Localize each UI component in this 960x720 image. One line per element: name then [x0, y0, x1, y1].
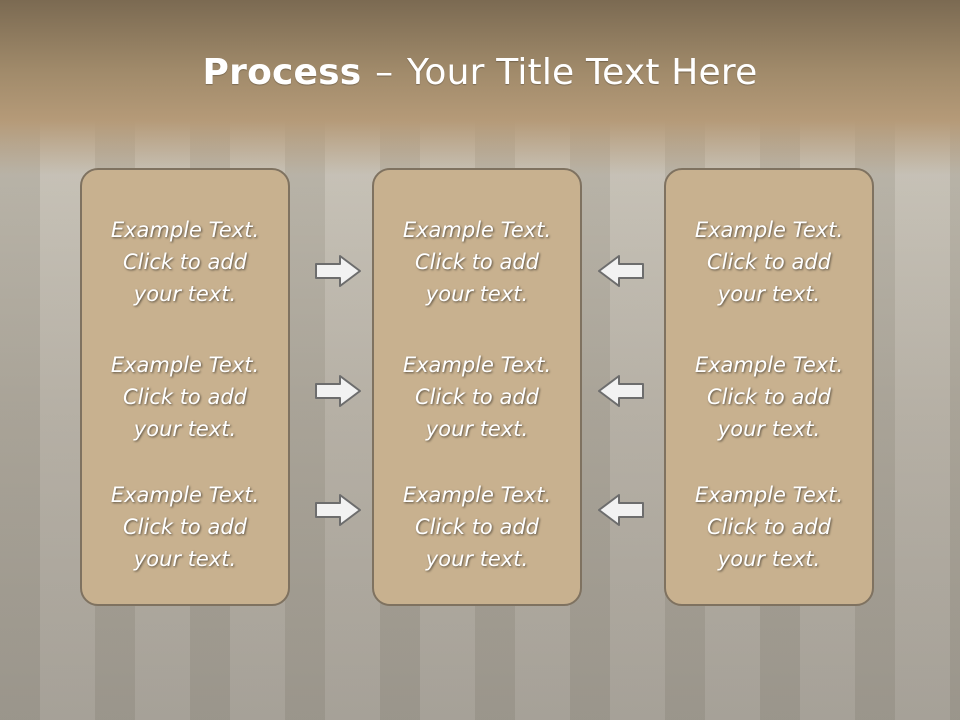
arrow-left-icon[interactable]	[597, 253, 645, 289]
text-line: Click to add	[122, 250, 247, 274]
arrow-left-icon[interactable]	[597, 373, 645, 409]
text-line: Click to add	[122, 515, 247, 539]
title-dash: –	[375, 52, 394, 93]
text-line: your text.	[717, 282, 821, 306]
text-line: Example Text.	[110, 353, 260, 377]
text-placeholder[interactable]: Example Text. Click to add your text.	[82, 479, 288, 575]
slide-title[interactable]: Process – Your Title Text Here	[0, 52, 960, 93]
text-line: your text.	[425, 282, 529, 306]
text-line: Example Text.	[694, 353, 844, 377]
title-bold: Process	[202, 52, 362, 93]
arrow-right-icon[interactable]	[314, 253, 362, 289]
text-line: Example Text.	[402, 483, 552, 507]
text-line: Example Text.	[110, 218, 260, 242]
text-placeholder[interactable]: Example Text. Click to add your text.	[374, 349, 580, 445]
text-placeholder[interactable]: Example Text. Click to add your text.	[666, 479, 872, 575]
text-line: your text.	[717, 547, 821, 571]
text-placeholder[interactable]: Example Text. Click to add your text.	[82, 214, 288, 310]
text-line: your text.	[133, 417, 237, 441]
text-line: Example Text.	[110, 483, 260, 507]
text-line: Click to add	[122, 385, 247, 409]
text-line: your text.	[717, 417, 821, 441]
process-box-left[interactable]: Example Text. Click to add your text. Ex…	[80, 168, 290, 606]
text-line: your text.	[425, 417, 529, 441]
text-line: Example Text.	[402, 353, 552, 377]
arrow-right-icon[interactable]	[314, 373, 362, 409]
text-placeholder[interactable]: Example Text. Click to add your text.	[374, 479, 580, 575]
text-placeholder[interactable]: Example Text. Click to add your text.	[666, 349, 872, 445]
text-line: your text.	[133, 282, 237, 306]
arrow-right-icon[interactable]	[314, 492, 362, 528]
text-placeholder[interactable]: Example Text. Click to add your text.	[666, 214, 872, 310]
text-line: Example Text.	[402, 218, 552, 242]
text-line: your text.	[425, 547, 529, 571]
text-line: your text.	[133, 547, 237, 571]
text-line: Click to add	[414, 250, 539, 274]
text-line: Click to add	[706, 250, 831, 274]
text-line: Click to add	[706, 515, 831, 539]
text-line: Click to add	[706, 385, 831, 409]
text-line: Example Text.	[694, 483, 844, 507]
text-line: Click to add	[414, 515, 539, 539]
text-line: Example Text.	[694, 218, 844, 242]
text-placeholder[interactable]: Example Text. Click to add your text.	[82, 349, 288, 445]
title-rest: Your Title Text Here	[406, 52, 758, 93]
process-box-right[interactable]: Example Text. Click to add your text. Ex…	[664, 168, 874, 606]
process-box-center[interactable]: Example Text. Click to add your text. Ex…	[372, 168, 582, 606]
text-placeholder[interactable]: Example Text. Click to add your text.	[374, 214, 580, 310]
text-line: Click to add	[414, 385, 539, 409]
arrow-left-icon[interactable]	[597, 492, 645, 528]
